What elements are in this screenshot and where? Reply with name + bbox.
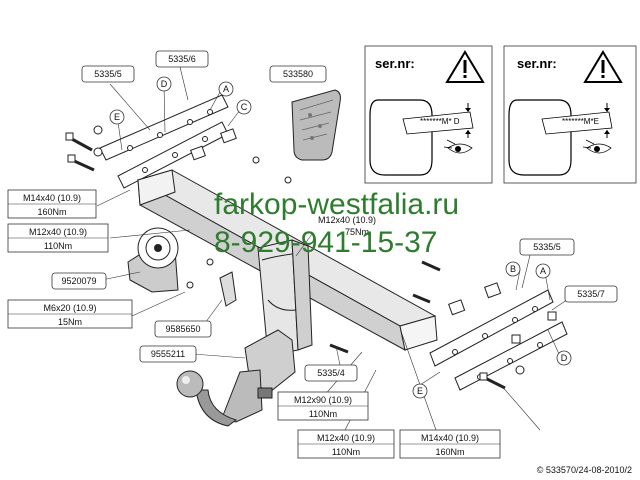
eye-icon (443, 139, 473, 154)
bolt-spec: M14x40 (10.9) (421, 433, 479, 443)
bolt-torque: 160Nm (37, 207, 66, 217)
right-mount-plates (329, 260, 568, 391)
part-label: 9520079 (61, 276, 96, 286)
bolt-spec: M12x40 (10.9) (318, 215, 376, 225)
part-label: 5335/7 (577, 289, 605, 299)
part-labels: 5335/5 5335/6 533580 5335/5 5335/7 5335/… (51, 50, 618, 382)
bolt-spec: M12x40 (10.9) (29, 227, 87, 237)
socket-plate (127, 227, 179, 293)
warning-title-left: ser.nr: (375, 56, 415, 71)
letter-callout: E (114, 112, 120, 122)
letter-callout: C (241, 102, 248, 112)
left-mount-plates (65, 94, 292, 189)
bolt-spec: M12x90 (10.9) (294, 395, 352, 405)
bolt-spec: M12x40 (10.9) (317, 433, 375, 443)
bolt-torque: 110Nm (309, 409, 337, 419)
warning-panel-left: ser.nr: *******M* D (364, 45, 493, 184)
bolt-spec: M14x40 (10.9) (23, 193, 81, 203)
part-label: 5335/4 (317, 368, 345, 378)
letter-callout: A (223, 84, 229, 94)
part-label: 5335/5 (94, 69, 122, 79)
bolt-spec-boxes: M14x40 (10.9) 160Nm M12x40 (10.9) 110Nm … (7, 189, 501, 459)
warning-triangle-icon (583, 50, 623, 83)
bolt-torque: 75Nm (345, 227, 369, 237)
copyright-text: © 533570/24-08-2010/2 (537, 465, 632, 475)
letter-callout: A (540, 266, 546, 276)
part-label: 9585650 (165, 324, 200, 334)
connector-block (291, 89, 341, 161)
bolt-torque: 110Nm (44, 241, 72, 251)
clip-part (186, 258, 237, 307)
ball-and-lock (176, 329, 296, 427)
bolt-torque: 110Nm (332, 447, 360, 457)
letter-callout: D (161, 79, 168, 89)
part-label: 533580 (283, 69, 313, 79)
bolt-spec: M6x20 (10.9) (43, 303, 96, 313)
warning-title-right: ser.nr: (517, 56, 557, 71)
serial-label-right: *******M*E (562, 117, 599, 126)
letter-callout: D (561, 353, 568, 363)
letter-callouts: D A C E B A D E (109, 76, 572, 399)
eye-icon (582, 139, 612, 154)
letter-callout: B (510, 264, 516, 274)
bolt-torque: 15Nm (58, 317, 82, 327)
letter-callout: E (417, 386, 423, 396)
part-label: 5335/6 (168, 54, 196, 64)
tow-neck (257, 239, 313, 357)
bolt-torque: 160Nm (435, 447, 464, 457)
watermark-phone: 8-929-941-15-37 (214, 226, 438, 259)
watermark: farkop-westfalia.ru 8-929-941-15-37 (214, 188, 459, 259)
part-label: 9555211 (151, 349, 185, 359)
serial-label-left: *******M* D (420, 117, 460, 126)
watermark-site: farkop-westfalia.ru (214, 188, 459, 221)
part-label: 5335/5 (533, 242, 561, 252)
warning-triangle-icon (445, 50, 485, 83)
warning-panel-right: ser.nr: *******M*E (503, 45, 637, 184)
